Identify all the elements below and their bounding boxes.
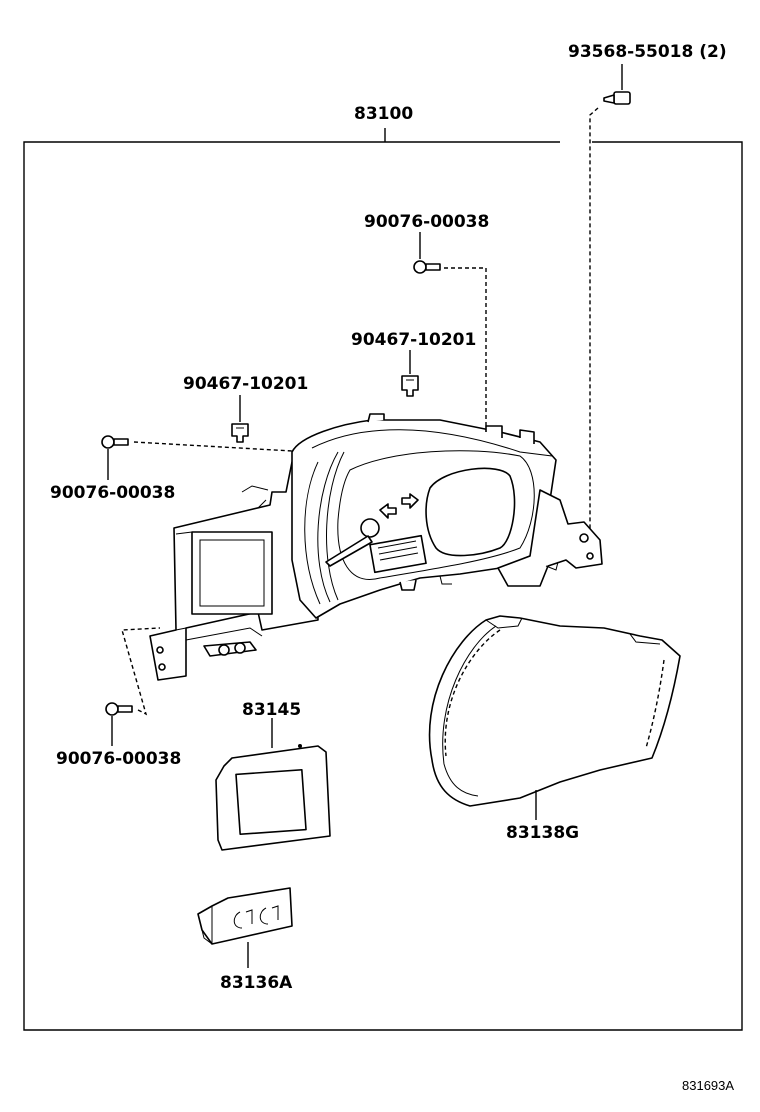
lens-cover-icon bbox=[428, 615, 681, 820]
label-83100: 83100 bbox=[354, 104, 413, 124]
label-90467-right: 90467-10201 bbox=[351, 330, 476, 350]
label-90076-upper: 90076-00038 bbox=[364, 212, 489, 232]
figure-code: 831693A bbox=[682, 1078, 734, 1093]
clip-left-icon bbox=[231, 395, 249, 443]
assembly-frame bbox=[23, 128, 743, 1031]
label-83136a: 83136A bbox=[220, 973, 293, 993]
screw-upper-icon bbox=[413, 232, 487, 438]
combination-meter-housing-icon bbox=[149, 413, 603, 681]
switch-panel-icon bbox=[197, 887, 293, 968]
screw-left-icon bbox=[101, 435, 293, 480]
label-83145: 83145 bbox=[242, 700, 301, 720]
label-90467-left: 90467-10201 bbox=[183, 374, 308, 394]
screw-bottom-icon bbox=[105, 627, 161, 746]
label-90076-bottom: 90076-00038 bbox=[56, 749, 181, 769]
lcd-display-icon bbox=[215, 718, 331, 851]
label-90076-left: 90076-00038 bbox=[50, 483, 175, 503]
label-93568-55018: 93568-55018 (2) bbox=[568, 42, 727, 62]
clip-right-icon bbox=[401, 350, 419, 397]
bolt-93568-icon bbox=[582, 64, 631, 539]
label-83138g: 83138G bbox=[506, 823, 579, 843]
